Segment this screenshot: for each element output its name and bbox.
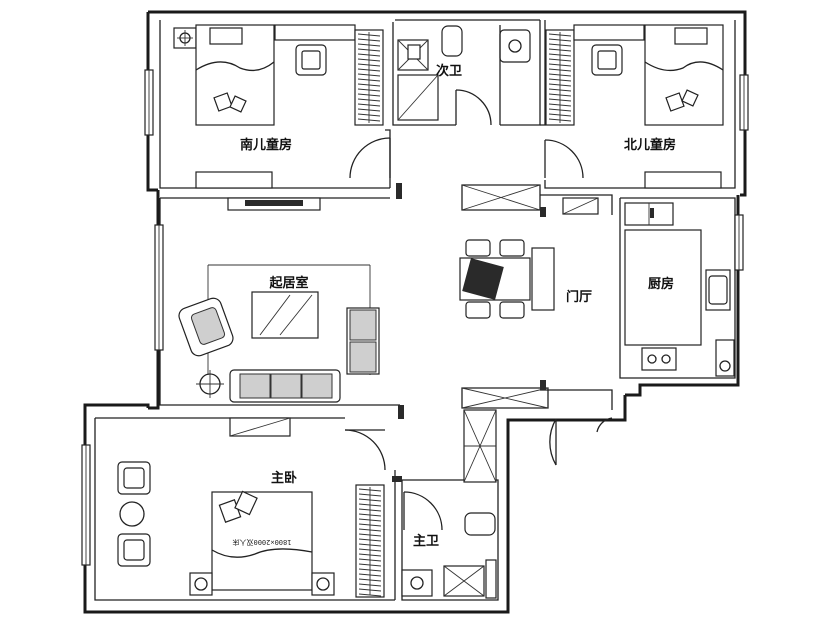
room-label-kitchen: 厨房 bbox=[648, 276, 674, 292]
living-room: 起居室 bbox=[178, 197, 380, 403]
room-label-foyer: 门厅 bbox=[566, 289, 592, 305]
armchair bbox=[178, 297, 234, 357]
secondary-bath: 次卫 bbox=[397, 25, 531, 126]
master-toilet bbox=[464, 512, 496, 536]
room-label-living: 起居室 bbox=[268, 275, 308, 291]
south-child-toy bbox=[213, 92, 247, 113]
south-child-room: 南儿童房 bbox=[173, 24, 391, 179]
wall-columns bbox=[392, 183, 546, 482]
kitchen-counter bbox=[624, 229, 702, 346]
tv bbox=[245, 200, 303, 206]
room-label-master-bath: 主卫 bbox=[413, 533, 439, 549]
three-seat-sofa bbox=[229, 369, 341, 403]
master-bath: 主卫 bbox=[401, 491, 497, 599]
round-table bbox=[119, 501, 145, 527]
stove bbox=[641, 347, 677, 371]
master-bedroom: 1800×2000双人床 主卧 bbox=[117, 429, 386, 598]
master-washbasin bbox=[401, 569, 433, 597]
dining-area: 门厅 bbox=[459, 239, 613, 466]
room-label-secondary-bath: 次卫 bbox=[436, 63, 462, 79]
sideboard bbox=[531, 247, 555, 311]
toilet bbox=[441, 25, 463, 57]
room-label-master-bedroom: 主卧 bbox=[271, 470, 297, 486]
bed-size-mark: 1800×2000双人床 bbox=[233, 538, 292, 547]
room-label-south-child: 南儿童房 bbox=[240, 137, 292, 153]
side-sofa bbox=[346, 307, 380, 375]
room-label-north-child: 北儿童房 bbox=[624, 137, 676, 153]
north-child-room: 北儿童房 bbox=[544, 24, 724, 179]
kitchen: 厨房 bbox=[624, 202, 735, 377]
coffee-table bbox=[251, 291, 319, 339]
corridor-cabinets bbox=[461, 184, 549, 483]
washbasin bbox=[499, 29, 531, 63]
windows bbox=[81, 69, 749, 566]
